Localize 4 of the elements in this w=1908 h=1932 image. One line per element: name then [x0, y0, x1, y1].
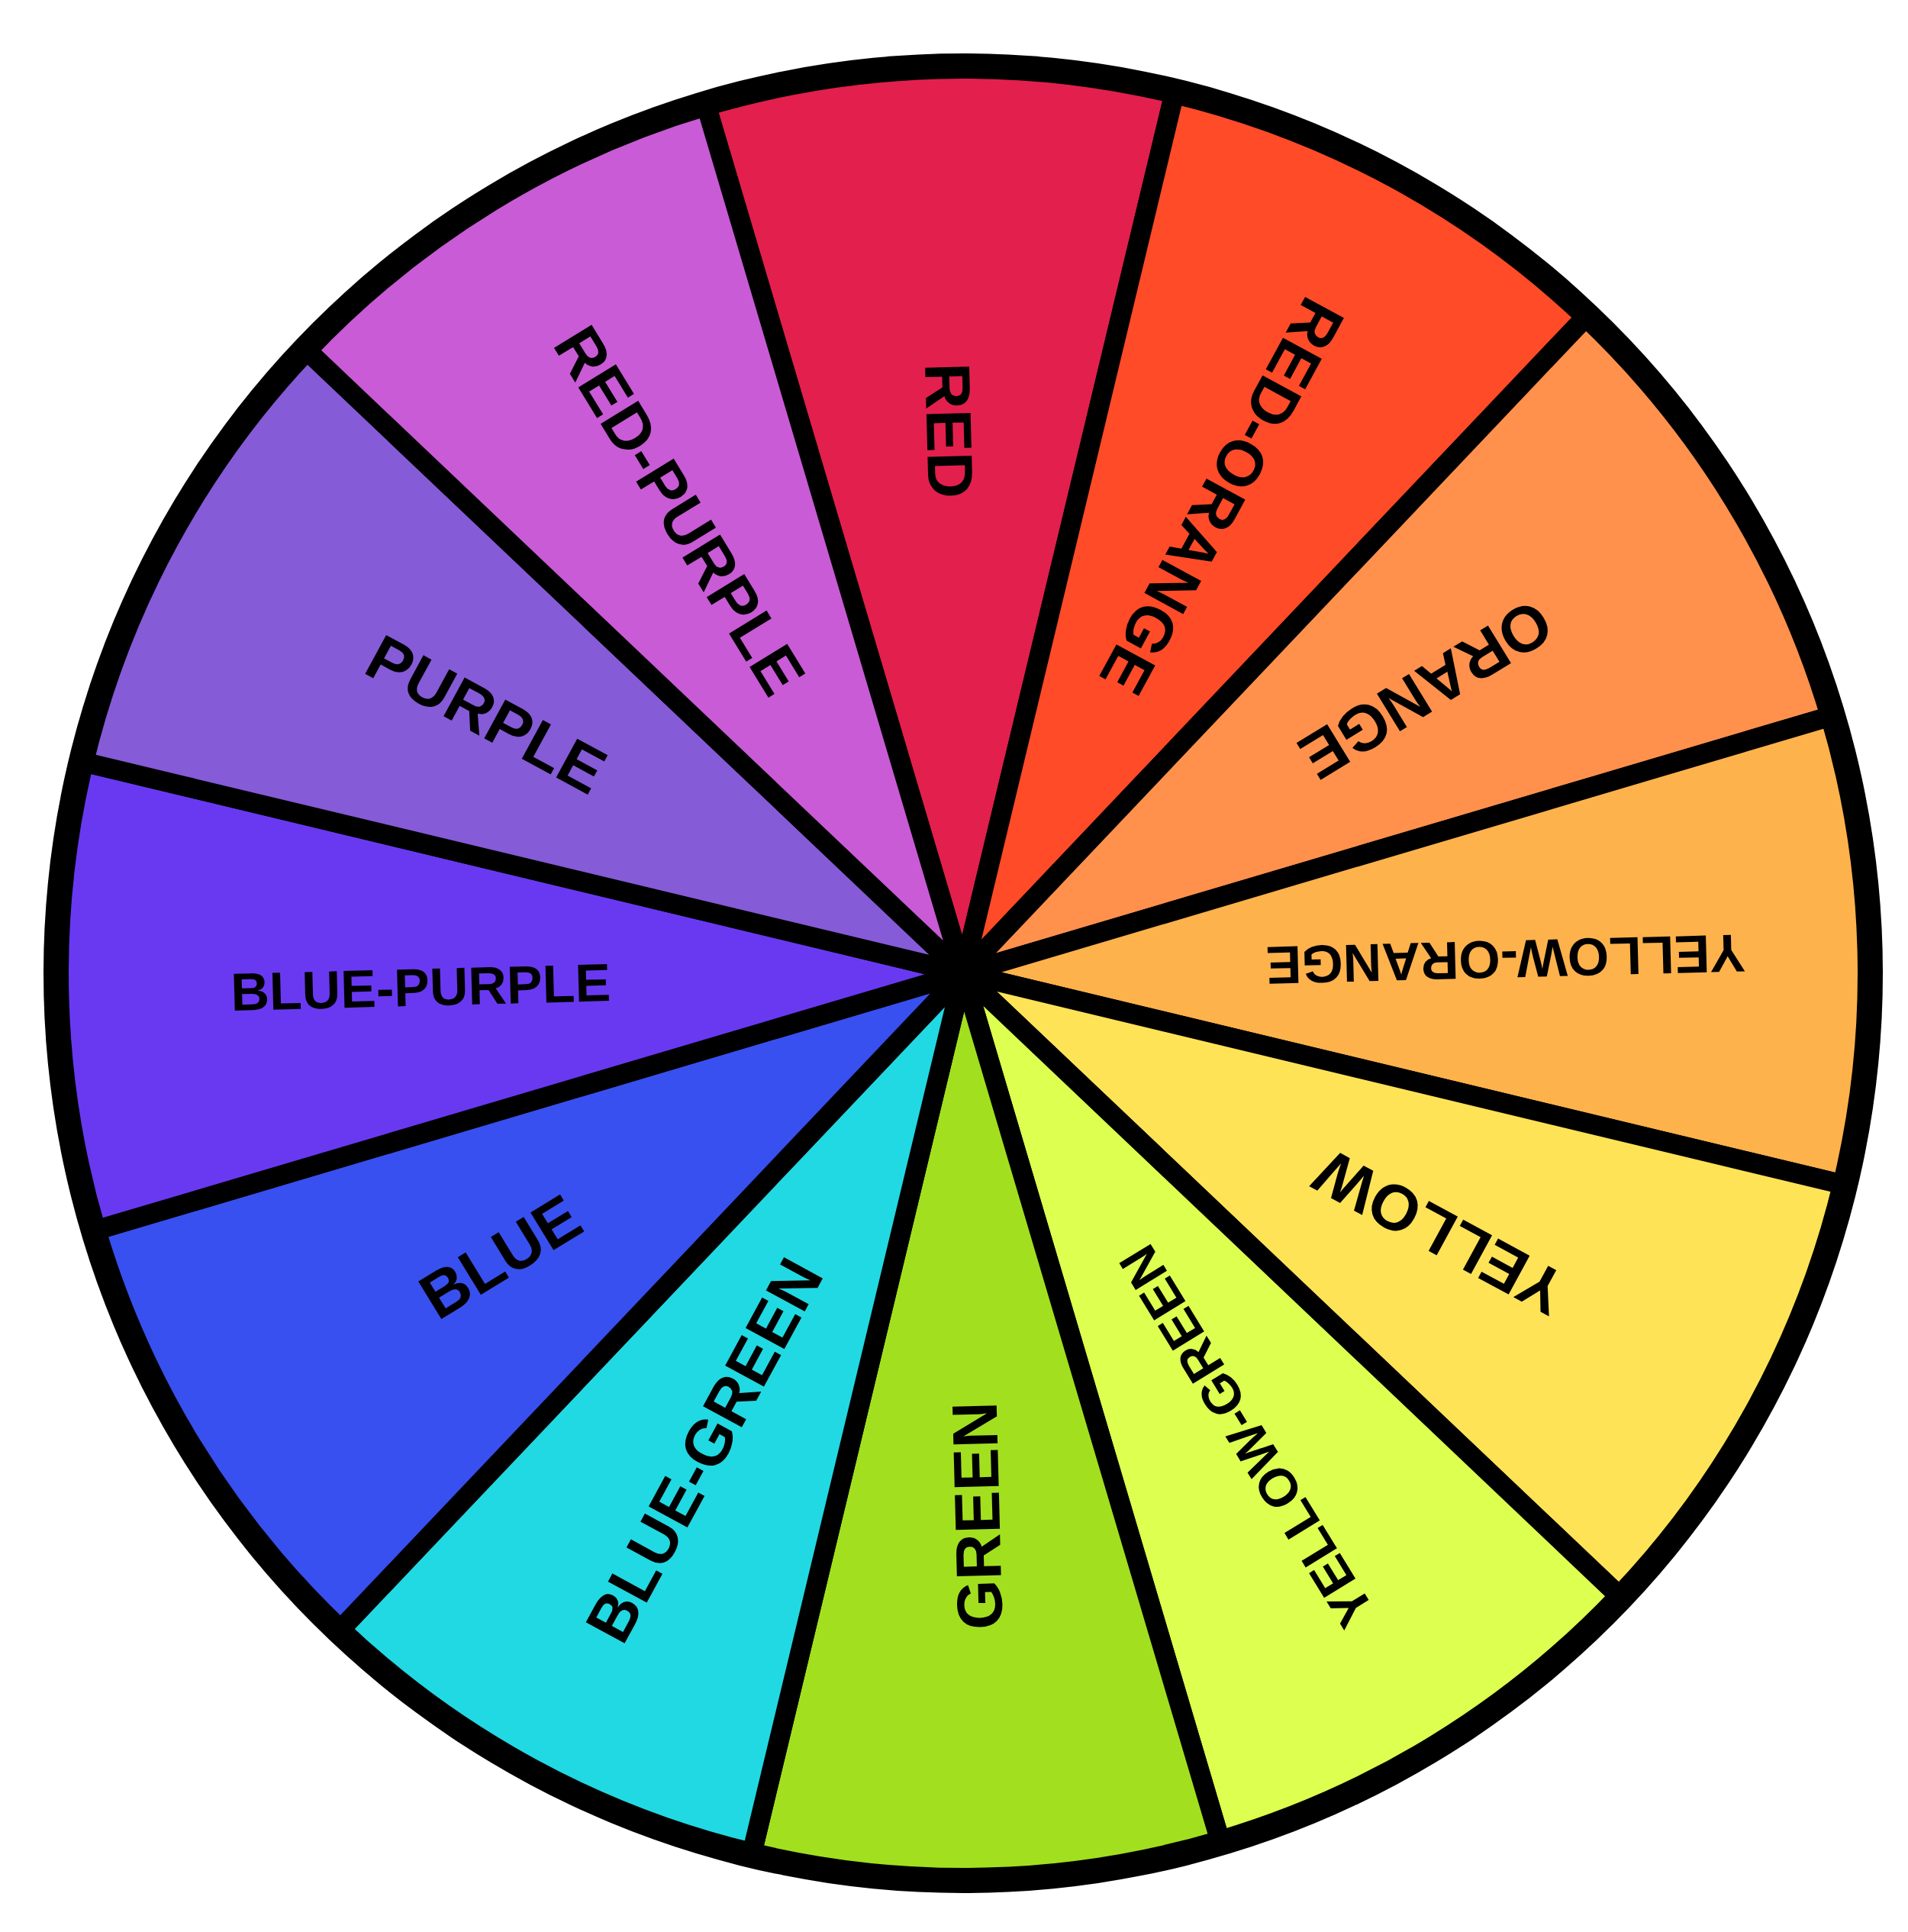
wedge-label: GREEN	[938, 1401, 1017, 1631]
wedge-label: YELLOW-ORANGE	[1265, 923, 1746, 995]
wedge-label: BLUE-PURPLE	[230, 953, 612, 1023]
wedge-label: RED	[911, 362, 987, 500]
